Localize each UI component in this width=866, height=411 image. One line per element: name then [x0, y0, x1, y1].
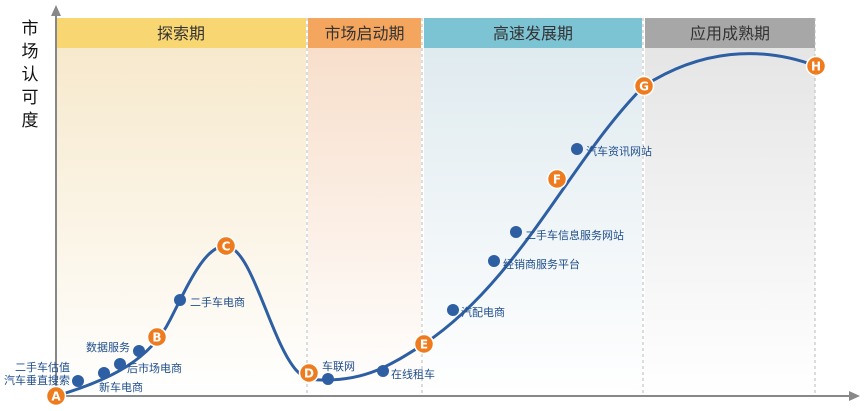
- milestone-marker: [633, 75, 655, 97]
- phase-header: [645, 18, 815, 48]
- phase-background: [56, 18, 306, 396]
- technology-label: 在线租车: [391, 367, 435, 381]
- technology-label: 二手车估值: [15, 360, 70, 374]
- phase-backgrounds: [56, 18, 815, 396]
- phase-background: [645, 18, 815, 396]
- phase-headers: 探索期 市场启动期 高速发展期 应用成熟期: [56, 18, 815, 48]
- technology-dot: [571, 143, 583, 155]
- phase-label: 高速发展期: [493, 24, 573, 43]
- technology-label: 车联网: [322, 359, 355, 373]
- technology-label: 汽车垂直搜索: [4, 373, 70, 387]
- y-axis-label: 市 场 认 可 度: [14, 18, 46, 133]
- milestone-marker: [546, 168, 568, 190]
- phase-header: [308, 18, 421, 48]
- phase-header: [424, 18, 642, 48]
- technology-dot: [377, 365, 389, 377]
- technology-label: 二手车信息服务网站: [525, 228, 624, 242]
- y-axis-char: 市: [21, 19, 39, 39]
- technology-label: 汽车资讯网站: [586, 144, 652, 158]
- x-axis-arrow: [849, 391, 860, 401]
- phase-label: 市场启动期: [324, 24, 404, 43]
- phase-label: 应用成熟期: [690, 24, 770, 43]
- milestone-letter: H: [811, 60, 821, 74]
- technology-label: 数据服务: [86, 340, 130, 354]
- technology-label: 后市场电商: [127, 361, 182, 375]
- y-axis-char: 认: [21, 65, 39, 85]
- technology-dot: [133, 345, 145, 357]
- technology-dot: [510, 226, 522, 238]
- milestone-marker: [146, 326, 168, 348]
- technology-dot: [114, 358, 126, 370]
- phase-label: 探索期: [157, 24, 205, 43]
- milestone-letter: E: [420, 338, 428, 352]
- milestone-marker: [805, 55, 827, 77]
- technology-dot: [174, 294, 186, 306]
- technology-label: 新车电商: [99, 380, 143, 394]
- technology-dot: [488, 255, 500, 267]
- milestone-marker: [45, 385, 67, 407]
- milestone-marker: [413, 333, 435, 355]
- y-axis-char: 度: [21, 111, 39, 131]
- milestone-letter: C: [222, 240, 231, 254]
- y-axis-char: 场: [21, 42, 39, 62]
- milestone-letter: F: [553, 173, 561, 187]
- milestone-marker: [215, 235, 237, 257]
- technology-label: 汽配电商: [461, 305, 505, 319]
- technology-dot: [98, 367, 110, 379]
- technology-label: 二手车电商: [190, 295, 245, 309]
- phase-header: [56, 18, 306, 48]
- phase-background: [424, 18, 642, 396]
- technology-label: 经销商服务平台: [503, 257, 580, 271]
- technology-dot: [72, 375, 84, 387]
- milestone-letter: G: [639, 80, 649, 94]
- phase-background: [308, 18, 421, 396]
- y-axis-char: 可: [21, 88, 39, 108]
- technology-dot: [447, 304, 459, 316]
- milestone-letter: D: [304, 367, 314, 381]
- milestone-letter: A: [51, 390, 61, 404]
- milestone-marker: [298, 362, 320, 384]
- milestone-markers: A B C D E F G H: [45, 55, 827, 407]
- y-axis-arrow: [51, 5, 61, 16]
- technology-dot: [322, 373, 334, 385]
- milestone-letter: B: [152, 331, 161, 345]
